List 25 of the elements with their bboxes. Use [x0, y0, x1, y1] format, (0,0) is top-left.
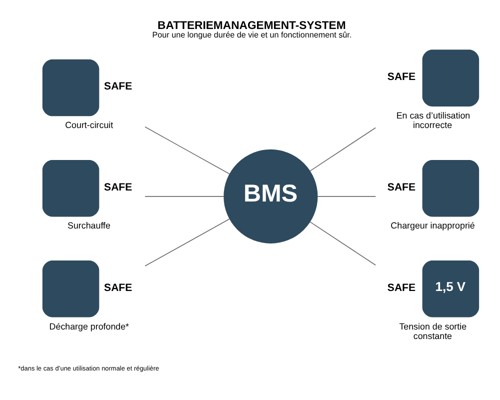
node-box: 1,5 V [422, 260, 480, 317]
node-label: SAFE [104, 180, 132, 193]
node-label: Surchauffe [68, 220, 110, 230]
node-box [42, 159, 100, 216]
node-label: Décharge profonde* [49, 320, 130, 331]
connector [144, 218, 230, 266]
node-label: Chargeur inapproprié [390, 220, 475, 230]
node-label: En cas d’utilisation incorrecte [396, 110, 470, 130]
node-label: SAFE [104, 80, 132, 92]
node-box [42, 260, 100, 317]
node-box [42, 58, 100, 116]
node-label: Court-circuit [65, 120, 114, 130]
node-box [422, 159, 480, 216]
connector [310, 220, 376, 266]
node-box [422, 49, 480, 106]
caption: Pour une longue durée de vie et un fonctionnement sûr. [152, 30, 352, 40]
node-label: SAFE [387, 70, 416, 83]
connector [144, 126, 230, 174]
connector [310, 126, 376, 171]
node-label: SAFE [387, 180, 416, 193]
node-label: Tension de sortie constante [399, 320, 467, 340]
node-label: SAFE [387, 281, 416, 294]
diagram-title: BATTERIEMANAGEMENT-SYSTEM [158, 19, 346, 32]
node-label: SAFE [104, 281, 132, 294]
node-circle: BMS [224, 148, 318, 243]
